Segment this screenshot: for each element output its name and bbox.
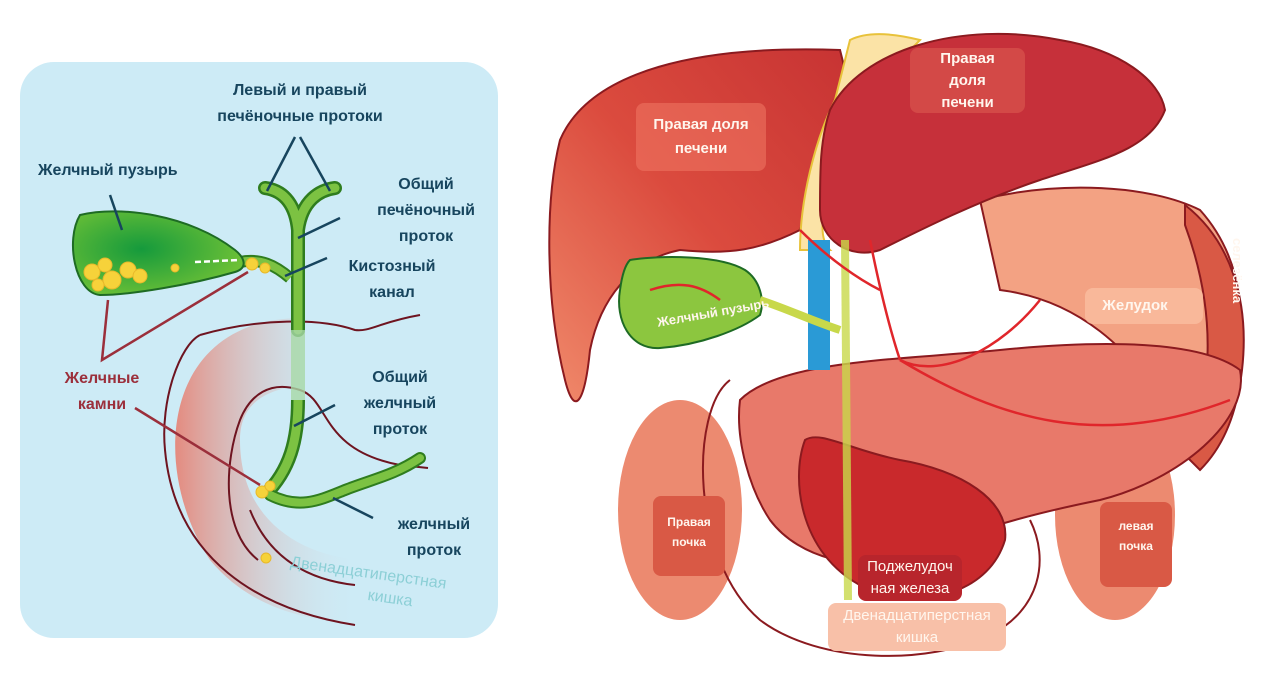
label-line: проток — [398, 228, 454, 245]
label-line: Желчные — [64, 370, 140, 387]
label-common-bile-duct: Общий желчный проток — [350, 365, 450, 443]
label-box — [910, 48, 1025, 113]
duodenum-shape — [163, 314, 429, 626]
label-line: Правая — [940, 50, 995, 67]
label-bile-duct: желчный проток — [384, 512, 484, 564]
label-line: Общий — [372, 369, 428, 386]
label-box — [828, 603, 1006, 651]
label-line: Поджелудоч — [867, 558, 953, 575]
label-line: Левый и правый — [233, 82, 367, 99]
label-line: проток — [372, 421, 428, 438]
label-line: проток — [406, 542, 462, 559]
label-line: печени — [941, 94, 994, 111]
label-hepatic-ducts: Левый и правый печёночные протоки — [212, 78, 388, 130]
label-line: доля — [949, 72, 986, 89]
label-line: кишка — [895, 629, 939, 646]
label-box — [858, 555, 962, 601]
label-gallstones: Желчные камни — [52, 366, 152, 418]
label-left-kidney: левая почка — [1100, 516, 1172, 556]
label-line: почка — [1119, 539, 1153, 553]
label-box — [1085, 288, 1203, 324]
label-line: желчный — [363, 395, 437, 412]
label-right-liver-lobe: Правая доля печени — [636, 113, 766, 161]
label-line: левая — [1118, 519, 1154, 533]
label-line: Двенадцатиперстная — [843, 607, 991, 624]
label-line: Правая доля — [653, 116, 749, 133]
label-line: печёночные протоки — [217, 108, 383, 125]
label-spleen: селезёнка — [1230, 238, 1245, 304]
label-line: почка — [672, 535, 706, 549]
label-right-kidney: Правая почка — [653, 512, 725, 552]
label-box — [653, 496, 725, 576]
label-cystic-duct: Кистозный канал — [342, 254, 442, 306]
label-stomach: Желудок — [1102, 297, 1168, 314]
label-pancreas: Поджелудоч ная железа — [858, 556, 962, 600]
gallbladder-shape — [72, 210, 276, 564]
label-common-hepatic-duct: Общий печёночный проток — [376, 172, 476, 250]
label-duodenum-right: Двенадцатиперстная кишка — [828, 605, 1006, 649]
label-line: камни — [77, 396, 127, 413]
label-line: Кистозный — [348, 258, 436, 275]
bile-ducts — [238, 181, 426, 509]
label-line: Правая — [667, 515, 711, 529]
label-line: печёночный — [377, 202, 475, 219]
label-line: желчный — [397, 516, 471, 533]
label-right-liver-lobe-2: Правая доля печени — [910, 48, 1025, 114]
label-box — [1100, 502, 1172, 587]
label-gallbladder: Желчный пузырь — [38, 162, 178, 179]
label-box — [636, 103, 766, 171]
label-line: Общий — [398, 176, 454, 193]
pointer-lines — [108, 136, 374, 520]
gallstone-arrows — [100, 270, 261, 487]
label-line: ная железа — [870, 580, 950, 597]
label-line: печени — [674, 140, 728, 157]
label-line: канал — [369, 284, 415, 301]
